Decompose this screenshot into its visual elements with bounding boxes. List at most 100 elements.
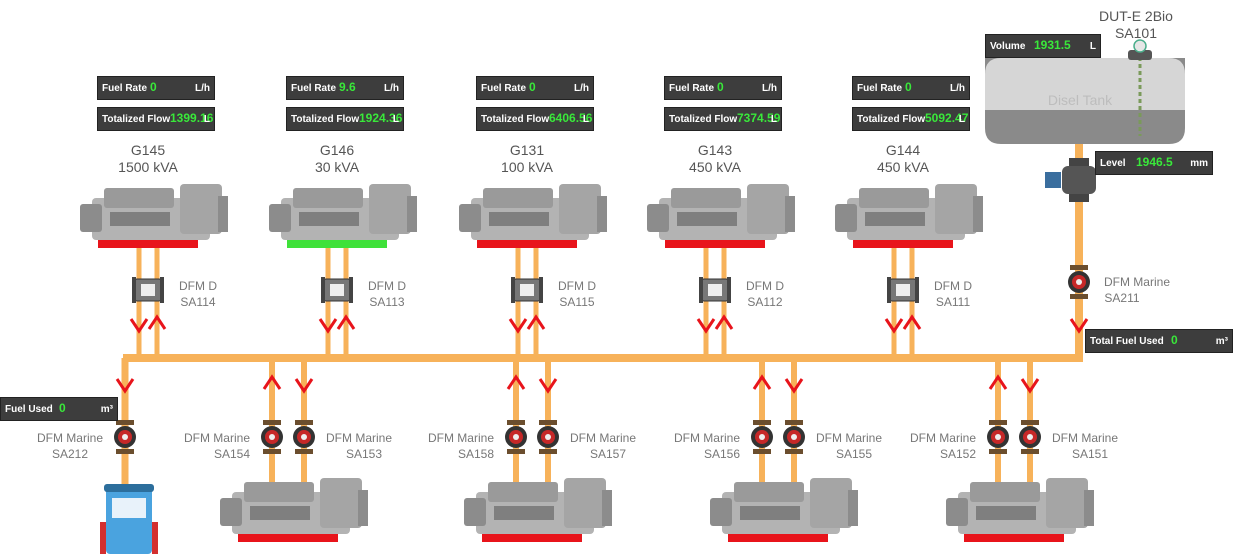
engine-top	[734, 482, 804, 502]
fuel-rate-unit: L/h	[384, 83, 399, 94]
status-bar	[728, 534, 828, 542]
meter-id: SA156	[703, 447, 740, 461]
generator-power: 30 kVA	[314, 159, 360, 175]
status-bar	[98, 240, 198, 248]
engine-detail	[865, 212, 925, 226]
level-value: 1946.5	[1136, 155, 1173, 169]
fuel-rate-label: Fuel Rate	[481, 83, 527, 94]
meter-flange	[753, 449, 771, 454]
totalized-flow-unit: L	[392, 114, 399, 125]
generator-engine	[946, 478, 1094, 542]
dfm-marine-meter	[751, 420, 773, 454]
totalized-flow-unit: L	[770, 114, 777, 125]
engine-top	[970, 482, 1040, 502]
fuel-used-panel: Fuel Used 0 m³	[0, 397, 118, 421]
meter-name: DFM Marine	[183, 431, 250, 445]
dispenser-hose	[152, 522, 158, 554]
engine-top	[859, 188, 929, 208]
meter-id: SA111	[935, 295, 971, 309]
valve-body	[1062, 166, 1096, 194]
fuel-rate-label: Fuel Rate	[669, 83, 715, 94]
engine-front	[269, 204, 291, 232]
totalized-flow-value: 6406.56	[549, 111, 593, 125]
meter-flange	[887, 277, 891, 303]
flow-arrow-up	[526, 314, 546, 330]
generator-name: G145	[130, 142, 166, 158]
generator-power: 450 kVA	[689, 159, 741, 175]
engine-front	[946, 498, 968, 526]
engine-top	[488, 482, 558, 502]
meter-flange	[263, 420, 281, 425]
generator-power: 1500 kVA	[118, 159, 178, 175]
meter-flange	[116, 449, 134, 454]
meter-flange	[160, 277, 164, 303]
fuel-rate-unit: L/h	[950, 83, 965, 94]
alternator	[564, 478, 606, 528]
meter-window	[330, 284, 344, 296]
volume-panel: Volume 1931.5 L	[985, 34, 1101, 58]
fuel-used-label: Fuel Used	[5, 404, 53, 415]
status-bar	[665, 240, 765, 248]
meter-center	[995, 434, 1001, 440]
flow-meters	[114, 158, 1096, 454]
generator-name: G143	[697, 142, 733, 158]
totalized-flow-label: Totalized Flow	[102, 114, 171, 125]
meter-flange	[785, 420, 803, 425]
totalized-flow-label: Totalized Flow	[481, 114, 550, 125]
meter-window	[708, 284, 722, 296]
generator-engine	[835, 184, 983, 248]
meter-center	[269, 434, 275, 440]
dfm-d-meter	[887, 277, 919, 303]
meter-flange	[539, 277, 543, 303]
engine-detail	[677, 212, 737, 226]
tank-sensor-name: DUT-E 2Bio	[1099, 8, 1173, 24]
dfm-marine-meter	[537, 420, 559, 454]
dfm-d-meter	[699, 277, 731, 303]
alternator	[935, 184, 977, 234]
level-label: Level	[1100, 158, 1126, 169]
fuel-rate-value: 0	[717, 80, 724, 94]
meter-window	[520, 284, 534, 296]
alternator	[180, 184, 222, 234]
meter-name: DFM Marine	[427, 431, 494, 445]
engine-front	[220, 498, 242, 526]
engine-rear	[848, 490, 858, 526]
flow-arrow-down	[784, 378, 804, 394]
meter-flange	[539, 449, 557, 454]
flow-arrow-up	[902, 314, 922, 330]
meter-name: DFM D	[179, 279, 217, 293]
meter-flange	[295, 449, 313, 454]
generator-engine	[647, 184, 795, 248]
meter-name: DFM Marine	[570, 431, 637, 445]
flow-arrow-down	[1069, 318, 1089, 334]
meter-center	[791, 434, 797, 440]
engine-detail	[489, 212, 549, 226]
status-bar	[287, 240, 387, 248]
meter-flange	[507, 449, 525, 454]
dfm-d-meter	[511, 277, 543, 303]
generator-engines	[80, 184, 1094, 554]
totalized-flow-label: Totalized Flow	[857, 114, 926, 125]
flow-arrow-up	[988, 374, 1008, 390]
dfm-marine-meter	[114, 420, 136, 454]
dispenser-meter-id: SA212	[51, 447, 89, 461]
totalized-flow-unit: L	[958, 114, 965, 125]
fuel-rate-unit: L/h	[195, 83, 210, 94]
flow-arrow-down	[696, 318, 716, 334]
dispenser-hose	[100, 522, 106, 554]
meter-flange	[989, 449, 1007, 454]
total-fuel-unit: m³	[1215, 336, 1228, 347]
flow-arrows	[115, 314, 1089, 394]
volume-value: 1931.5	[1034, 38, 1071, 52]
meter-id: SA155	[836, 447, 873, 461]
meter-center	[301, 434, 307, 440]
meter-flange	[539, 420, 557, 425]
fuel-used-unit: m³	[100, 404, 113, 415]
